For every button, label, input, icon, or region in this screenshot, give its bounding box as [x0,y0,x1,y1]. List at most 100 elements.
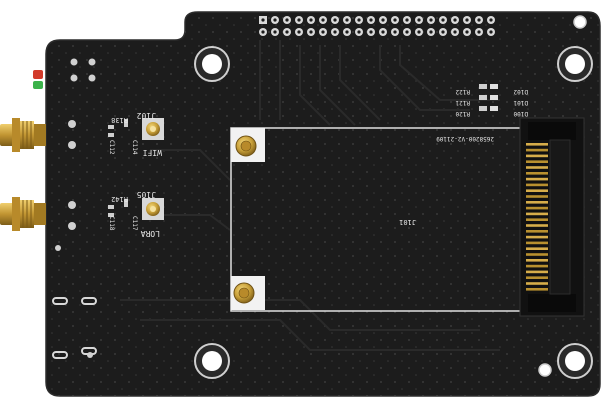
socket-pin [526,143,548,146]
socket-pin [526,177,548,181]
pcb-traces [120,40,500,351]
socket-pin [526,172,548,175]
label-d102: D102 [513,88,528,95]
header-pad-hole [453,30,457,34]
sma-connector-top [0,118,46,152]
socket-pin [526,241,548,245]
socket-pin [526,160,548,163]
label-r122: R122 [455,88,470,95]
socket-pin [526,206,548,210]
socket-pin [526,166,548,169]
label-j105: J105 [137,190,156,199]
standoff-bottom [231,276,265,310]
header-pad-hole [489,18,493,22]
header-pad-hole [417,30,421,34]
header-pad-hole [321,18,325,22]
mini-pcie-socket [519,117,585,317]
socket-pin [526,247,548,250]
socket-pin [526,264,548,268]
header-pad-hole [381,18,385,22]
header-pad-hole [369,18,373,22]
header-pad-hole [369,30,373,34]
header-pad-hole [393,30,397,34]
label-wifi: WIFI [143,148,162,157]
header-pad-hole [309,30,313,34]
header-pad-hole [261,30,265,34]
socket-pin [526,212,548,216]
header-pad-hole [309,18,313,22]
header-pad-hole [441,18,445,22]
socket-pin [526,154,548,158]
mounting-holes [194,15,593,379]
header-pad-hole [429,30,433,34]
label-j101: J101 [399,218,416,226]
label-r120: R120 [455,110,470,117]
socket-pin [526,148,548,152]
label-c112: C112 [108,140,115,155]
standoff-top [231,128,265,162]
header-pad-hole [273,30,277,34]
header-pad-hole [453,18,457,22]
header-pad-hole [477,30,481,34]
socket-pin [526,235,548,239]
mounting-hole-bottom-right [557,343,593,379]
socket-pin [526,270,548,274]
header-pad-hole [477,18,481,22]
socket-pin [526,189,548,192]
label-board-code: 2658200-V2-21109 [436,135,494,142]
socket-pin [526,259,548,262]
header-pad-hole [393,18,397,22]
socket-pin [526,276,548,279]
header-pad-hole [297,30,301,34]
header-pad-hole [273,18,277,22]
label-d101: D101 [513,99,528,106]
label-c114: C114 [131,140,138,155]
label-r142: R142 [111,195,128,203]
label-r138: R138 [111,116,128,124]
ufl-pad-j102 [142,118,164,140]
label-r121: R121 [455,99,470,106]
header-pad-hole [405,18,409,22]
status-leds [33,70,43,89]
mounting-hole-top-right [557,46,593,82]
label-d100: D100 [513,110,528,117]
mounting-hole-top-left [194,46,230,82]
socket-pin [526,282,548,285]
header-pad-hole [357,18,361,22]
socket-pin [526,253,548,256]
header-pad-hole [357,30,361,34]
socket-pin [526,230,548,233]
label-c118: C118 [108,216,115,231]
header-pad-hole [465,30,469,34]
ufl-pad-j105 [142,198,164,220]
header-pad-hole [345,18,349,22]
socket-pin [526,195,548,198]
header-pad-hole [345,30,349,34]
header-pad-hole [333,30,337,34]
label-c117: C117 [131,216,138,231]
header-pad-hole [285,18,289,22]
socket-pin [526,288,548,291]
label-j102: J102 [137,111,156,120]
sma-connector-bottom [0,197,46,231]
header-pad-hole [405,30,409,34]
socket-pin [526,183,548,187]
header-pad-hole [261,18,265,22]
socket-pin [526,218,548,221]
socket-pin [526,201,548,204]
label-lora: LORA [141,229,160,238]
header-pad-hole [381,30,385,34]
header-pad-hole [465,18,469,22]
silkscreen-text: J102 WIFI R138 C114 C112 J105 LORA R142 … [108,88,528,238]
header-pad-hole [321,30,325,34]
gpio-header-pads [259,16,495,36]
header-pad-hole [417,18,421,22]
header-pad-hole [285,30,289,34]
header-pad-hole [297,18,301,22]
header-pad-hole [489,30,493,34]
edge-pads [52,58,97,359]
header-pad-hole [333,18,337,22]
socket-pin [526,224,548,227]
header-pad-hole [441,30,445,34]
